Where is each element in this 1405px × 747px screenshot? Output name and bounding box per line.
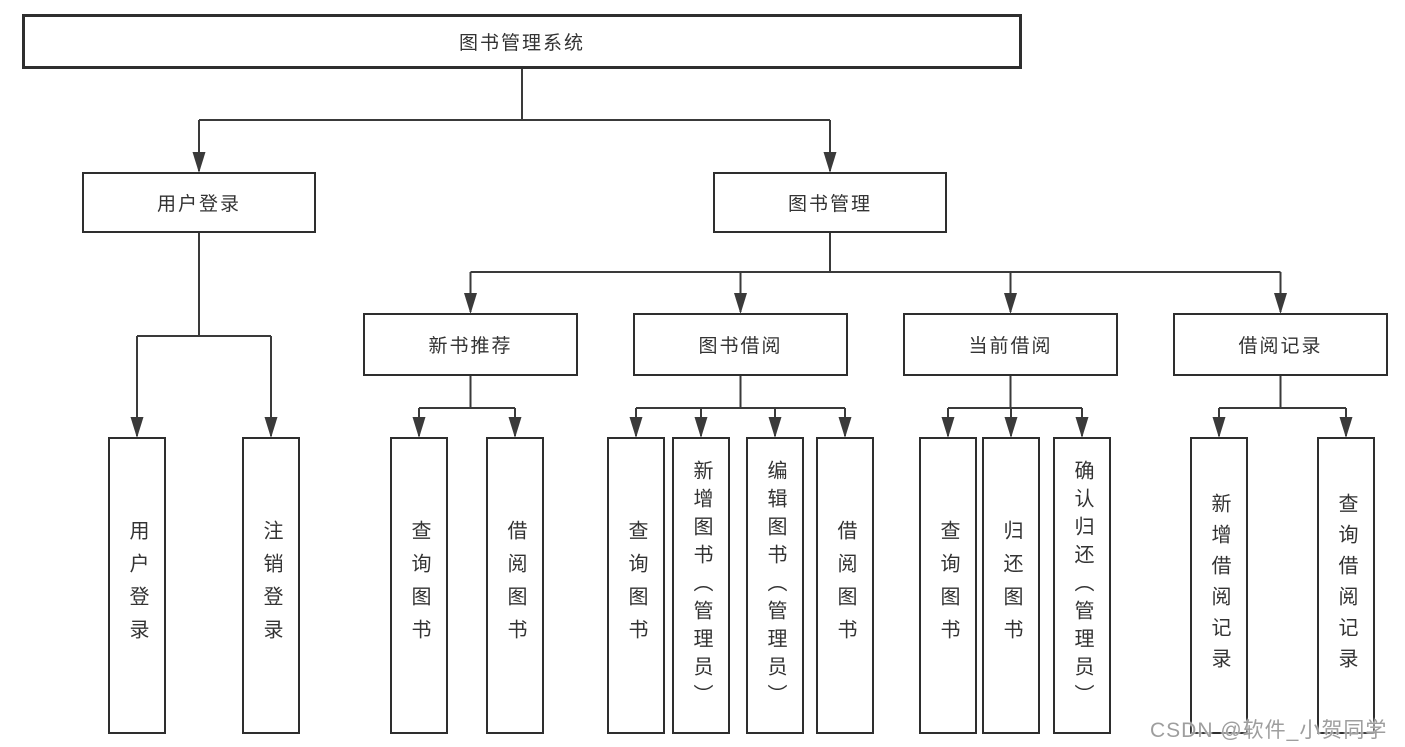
- node-label: 确认归还（管理员）: [1071, 459, 1093, 712]
- node-label: 注销登录: [260, 519, 282, 652]
- connector-user-login-to-leaves: [130, 233, 278, 438]
- leaf-return-book: 归还图书: [982, 437, 1040, 734]
- leaf-borrow-books-borrowing: 借阅图书: [816, 437, 874, 734]
- leaf-query-books-current: 查询图书: [919, 437, 977, 734]
- connector-book-mgmt-to-sections: [464, 233, 1287, 314]
- leaf-add-borrow-record: 新增借阅记录: [1190, 437, 1248, 734]
- connector-root-to-level2: [192, 69, 837, 173]
- node-label: 新增借阅记录: [1208, 492, 1230, 679]
- csdn-watermark: CSDN @软件_小贺同学: [1150, 719, 1388, 742]
- node-label: 新增图书（管理员）: [690, 459, 712, 712]
- node-label: 用户登录: [156, 194, 241, 215]
- node-new-book-recommend: 新书推荐: [363, 313, 578, 376]
- connector-borrowing-to-leaves: [629, 376, 852, 438]
- leaf-user-login: 用户登录: [108, 437, 166, 734]
- node-current-borrowing: 当前借阅: [903, 313, 1118, 376]
- leaf-add-book-admin: 新增图书（管理员）: [672, 437, 730, 734]
- node-borrowing-records: 借阅记录: [1173, 313, 1388, 376]
- connector-current-to-leaves: [941, 376, 1089, 438]
- node-label: 查询图书: [625, 519, 647, 652]
- node-label: 图书管理: [787, 194, 872, 215]
- node-label: 查询图书: [937, 519, 959, 652]
- node-label: 编辑图书（管理员）: [764, 459, 786, 712]
- leaf-confirm-return-admin: 确认归还（管理员）: [1053, 437, 1111, 734]
- node-label: 新书推荐: [428, 336, 513, 357]
- node-label: 查询图书: [408, 519, 430, 652]
- leaf-edit-book-admin: 编辑图书（管理员）: [746, 437, 804, 734]
- leaf-query-books-borrowing: 查询图书: [607, 437, 665, 734]
- leaf-query-borrow-record: 查询借阅记录: [1317, 437, 1375, 734]
- node-label: 借阅图书: [834, 519, 856, 652]
- leaf-query-books-recommend: 查询图书: [390, 437, 448, 734]
- node-user-login: 用户登录: [82, 172, 316, 233]
- connector-recommend-to-leaves: [412, 376, 522, 438]
- leaf-logout-login: 注销登录: [242, 437, 300, 734]
- connector-records-to-leaves: [1212, 376, 1353, 438]
- node-book-borrowing: 图书借阅: [633, 313, 848, 376]
- node-label: 图书借阅: [698, 336, 783, 357]
- node-label: 用户登录: [126, 519, 148, 652]
- node-label: 借阅图书: [504, 519, 526, 652]
- node-label: 借阅记录: [1238, 336, 1323, 357]
- node-label: 归还图书: [1000, 519, 1022, 652]
- node-book-management: 图书管理: [713, 172, 947, 233]
- node-label: 图书管理系统: [458, 33, 585, 54]
- node-label: 查询借阅记录: [1335, 492, 1357, 679]
- node-root-system: 图书管理系统: [22, 14, 1022, 69]
- node-label: 当前借阅: [968, 336, 1053, 357]
- leaf-borrow-books-recommend: 借阅图书: [486, 437, 544, 734]
